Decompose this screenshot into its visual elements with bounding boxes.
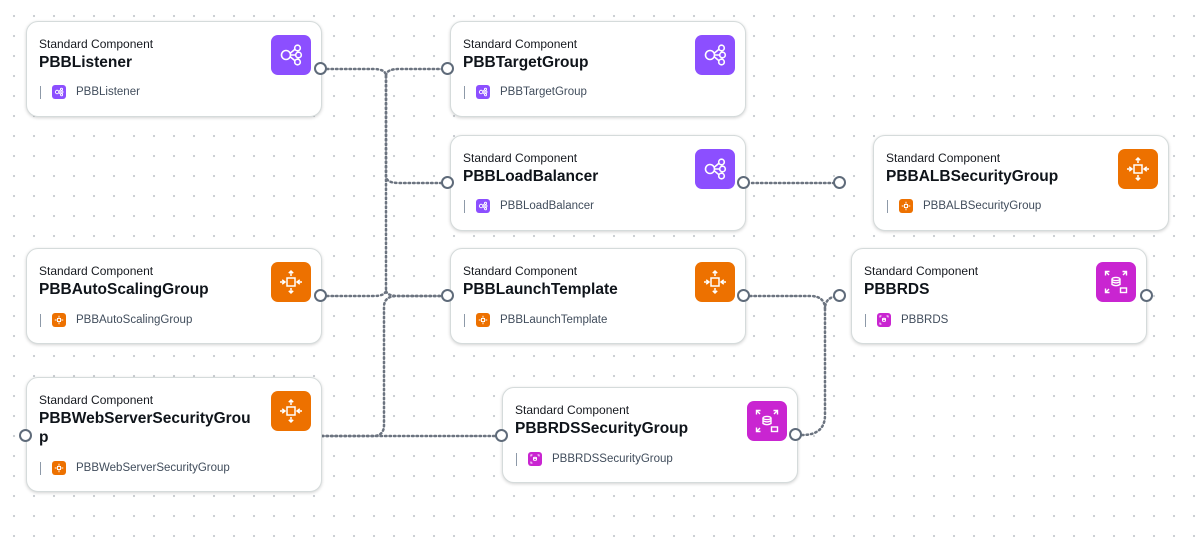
resource-label: PBBRDSSecurityGroup [552,453,673,465]
component-name: PBBWebServerSecurityGrou p [39,409,251,447]
node-pbbrdssecuritygroup[interactable]: Standard Component PBBRDSSecurityGroup P… [502,387,798,483]
resource-row: PBBRDS [865,313,948,327]
auto-scaling-icon [271,262,311,302]
divider [40,85,41,99]
component-type-label: Standard Component [39,264,154,278]
node-pbbrds[interactable]: Standard Component PBBRDS PBBRDS [851,248,1147,344]
port-pbbloadbalancer-output[interactable] [737,176,750,189]
component-name: PBBRDS [864,281,930,298]
resource-label: PBBLaunchTemplate [500,314,608,326]
auto-scaling-icon [271,391,311,431]
node-pbbtargetgroup[interactable]: Standard Component PBBTargetGroup PBBTar… [450,21,746,117]
database-icon [1096,262,1136,302]
load-balancer-icon [695,149,735,189]
component-name: PBBAutoScalingGroup [39,281,209,298]
component-type-label: Standard Component [515,403,630,417]
auto-scaling-icon [1118,149,1158,189]
database-icon [528,452,542,466]
connection-launchtemplate-rds [748,294,827,311]
connection-listener-targetgroup [325,67,448,77]
node-pbbwebserversecuritygroup[interactable]: Standard Component PBBWebServerSecurityG… [26,377,322,492]
resource-label: PBBLoadBalancer [500,200,594,212]
component-name-line2: p [39,429,49,446]
load-balancer-icon [476,85,490,99]
resource-row: PBBWebServerSecurityGroup [40,461,230,475]
node-pbblaunchtemplate[interactable]: Standard Component PBBLaunchTemplate PBB… [450,248,746,344]
resource-row: PBBListener [40,85,140,99]
node-pbbalbsecuritygroup[interactable]: Standard Component PBBALBSecurityGroup P… [873,135,1169,231]
connection-webserversg-launchtemplate [320,294,448,438]
database-icon [747,401,787,441]
divider [865,313,866,327]
port-pbbrdssecuritygroup-output[interactable] [789,428,802,441]
component-name: PBBRDSSecurityGroup [515,420,689,437]
divider [464,313,465,327]
resource-row: PBBAutoScalingGroup [40,313,192,327]
resource-row: PBBLaunchTemplate [464,313,607,327]
divider [887,199,888,213]
port-pbbrds-output[interactable] [1140,289,1153,302]
component-type-label: Standard Component [39,37,154,51]
port-pbbautoscalinggroup-output[interactable] [314,289,327,302]
load-balancer-icon [695,35,735,75]
resource-label: PBBListener [76,86,140,98]
port-pbbrdssecuritygroup-input[interactable] [495,429,508,442]
resource-label: PBBTargetGroup [500,86,587,98]
connection-autoscaling-launchtemplate [325,289,448,298]
auto-scaling-icon [52,313,66,327]
component-type-label: Standard Component [886,151,1001,165]
component-type-label: Standard Component [463,151,578,165]
load-balancer-icon [476,199,490,213]
auto-scaling-icon [899,199,913,213]
port-pbbwebserversecuritygroup-input[interactable] [19,429,32,442]
auto-scaling-icon [695,262,735,302]
component-type-label: Standard Component [463,264,578,278]
resource-label: PBBALBSecurityGroup [923,200,1042,212]
connection-rdssg-rds [800,294,842,437]
port-pbbalbsecuritygroup-input[interactable] [833,176,846,189]
node-pbbautoscalinggroup[interactable]: Standard Component PBBAutoScalingGroup P… [26,248,322,344]
divider [516,452,517,466]
database-icon [877,313,891,327]
port-pbblaunchtemplate-output[interactable] [737,289,750,302]
auto-scaling-icon [52,461,66,475]
resource-row: PBBRDSSecurityGroup [516,452,673,466]
node-pbblistener[interactable]: Standard Component PBBListener PBBListen… [26,21,322,117]
component-type-label: Standard Component [39,393,154,407]
node-pbbloadbalancer[interactable]: Standard Component PBBLoadBalancer PBBLo… [450,135,746,231]
resource-label: PBBAutoScalingGroup [76,314,193,326]
divider [40,461,41,475]
component-type-label: Standard Component [864,264,979,278]
resource-row: PBBLoadBalancer [464,199,594,213]
connection-listener-loadbalancer [384,74,448,185]
resource-row: PBBTargetGroup [464,85,587,99]
port-pbbloadbalancer-input[interactable] [441,176,454,189]
port-pbblistener-output[interactable] [314,62,327,75]
divider [40,313,41,327]
component-name: PBBTargetGroup [463,54,589,71]
divider [464,199,465,213]
port-pbblaunchtemplate-input[interactable] [441,289,454,302]
port-pbbtargetgroup-input[interactable] [441,62,454,75]
resource-label: PBBRDS [901,314,949,326]
resource-row: PBBALBSecurityGroup [887,199,1041,213]
component-name: PBBLoadBalancer [463,168,599,185]
component-name: PBBLaunchTemplate [463,281,618,298]
load-balancer-icon [271,35,311,75]
auto-scaling-icon [476,313,490,327]
component-name: PBBListener [39,54,133,71]
component-name: PBBALBSecurityGroup [886,168,1059,185]
divider [464,85,465,99]
resource-label: PBBWebServerSecurityGroup [76,462,230,474]
load-balancer-icon [52,85,66,99]
component-type-label: Standard Component [463,37,578,51]
port-pbbrds-input[interactable] [833,289,846,302]
component-name-line1: PBBWebServerSecurityGrou [39,410,251,427]
